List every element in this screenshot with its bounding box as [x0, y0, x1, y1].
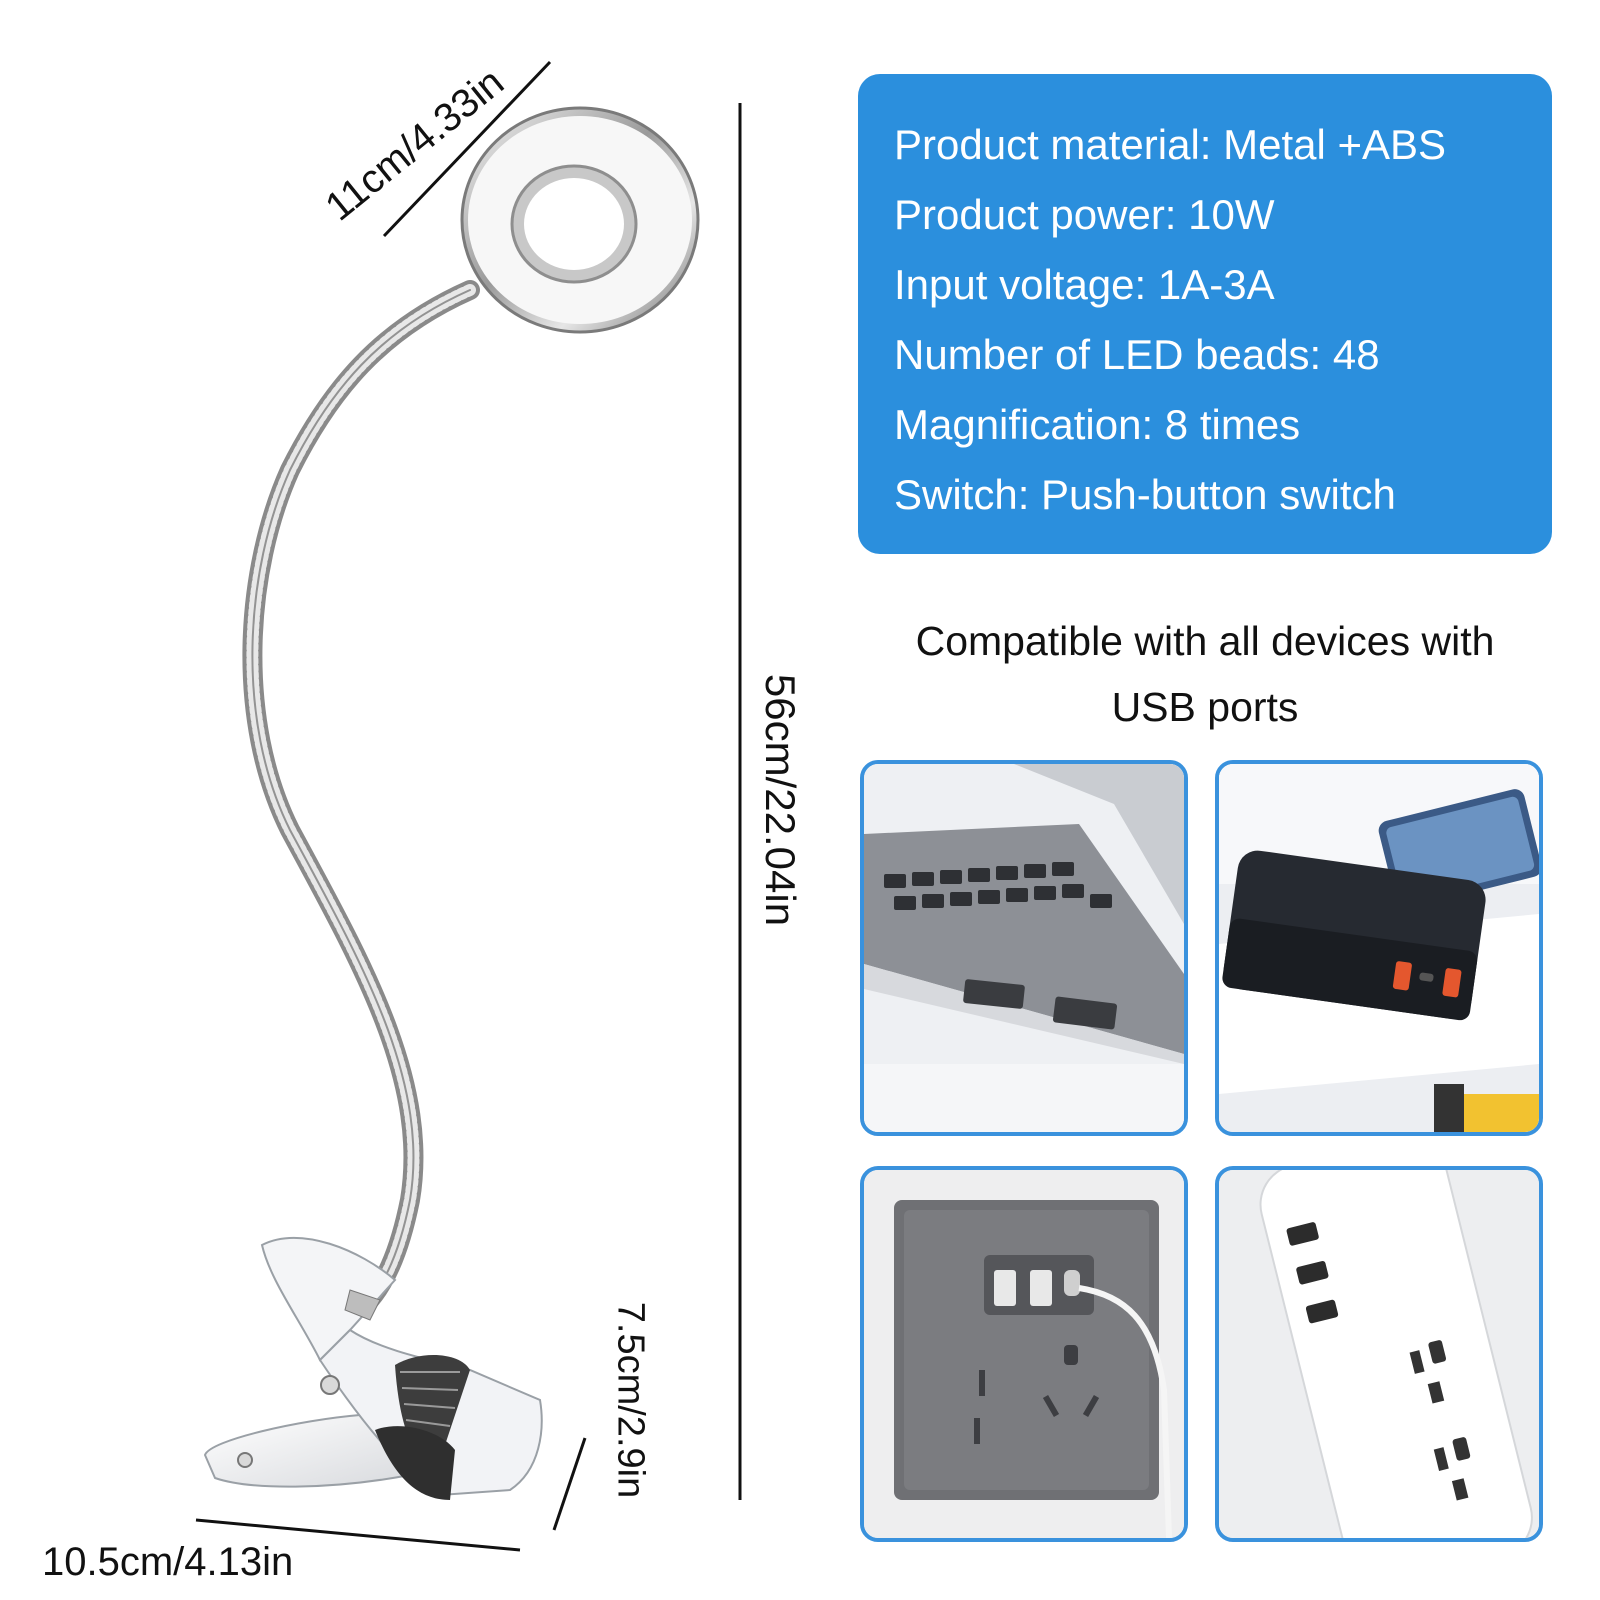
- spec-material: Product material: Metal +ABS: [894, 121, 1447, 168]
- wall-socket-icon: [864, 1170, 1184, 1538]
- laptop-usb-photo: [860, 760, 1188, 1136]
- laptop-icon: [864, 764, 1184, 1132]
- gooseneck-arm: [242, 280, 480, 1315]
- clip-height-label: 7.5cm/2.9in: [609, 1301, 652, 1499]
- wall-socket-photo: [860, 1166, 1188, 1542]
- spec-card: Product material: Metal +ABS Product pow…: [858, 74, 1552, 554]
- power-bank-icon: [1219, 764, 1539, 1132]
- clip-width-dimension-line: [195, 1518, 521, 1552]
- compatibility-heading: Compatible with all devices with USB por…: [858, 608, 1552, 740]
- total-height-label: 56cm/22.04in: [757, 673, 804, 927]
- clip-width-label: 10.5cm/4.13in: [42, 1540, 294, 1584]
- power-strip-icon: [1219, 1170, 1539, 1538]
- spec-led-beads: Number of LED beads: 48: [894, 331, 1380, 378]
- spec-switch: Switch: Push-button switch: [894, 471, 1396, 518]
- power-strip-photo: [1215, 1166, 1543, 1542]
- clamp-base: [203, 1236, 543, 1500]
- power-bank-photo: [1215, 760, 1543, 1136]
- ring-dimension-line: [382, 60, 552, 238]
- spec-input-voltage: Input voltage: 1A-3A: [894, 261, 1275, 308]
- ring-light-head: [460, 106, 700, 334]
- spec-magnification: Magnification: 8 times: [894, 401, 1301, 448]
- spec-power: Product power: 10W: [894, 191, 1275, 238]
- lamp-illustration: [195, 60, 742, 1552]
- compatibility-line-2: USB ports: [1111, 684, 1299, 730]
- compatibility-line-1: Compatible with all devices with: [915, 618, 1495, 664]
- clip-height-dimension-line: [552, 1437, 587, 1531]
